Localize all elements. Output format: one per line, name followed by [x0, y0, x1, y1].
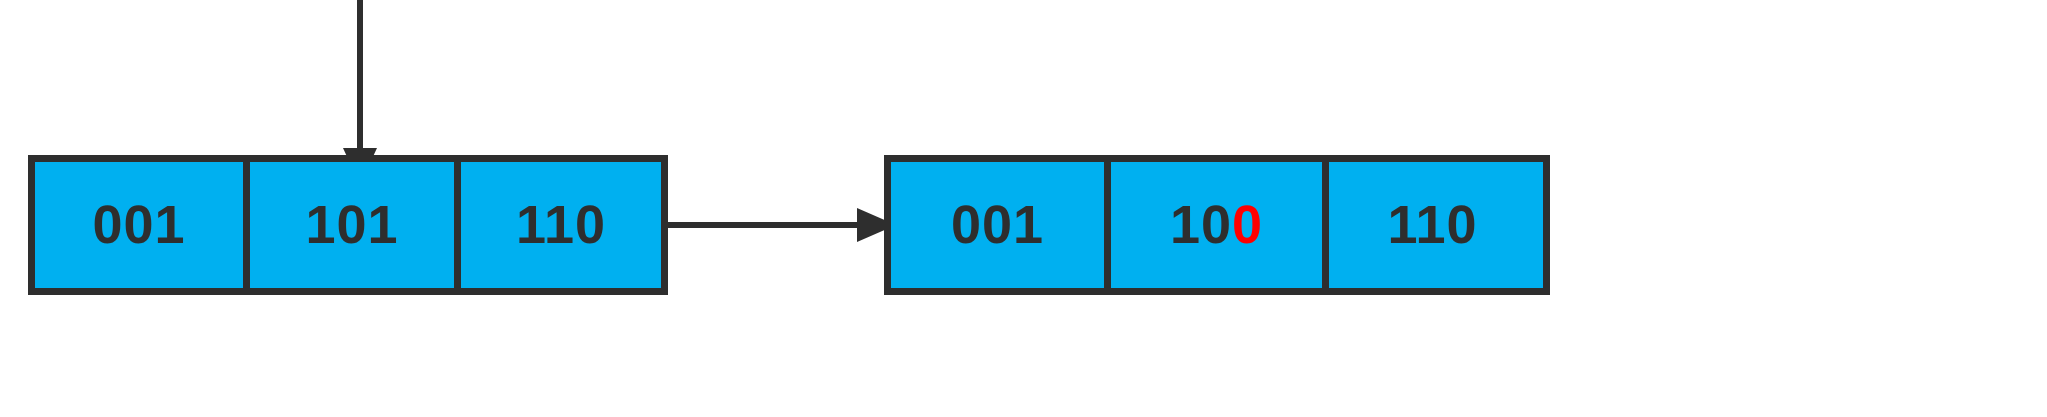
cell-value: 101 — [305, 195, 399, 255]
cell-value: 001 — [950, 195, 1045, 255]
cell-value: 110 — [515, 195, 607, 255]
result-array-cell-3[interactable]: 110 — [1322, 162, 1536, 288]
result-array-cell-1[interactable]: 001 — [891, 162, 1104, 288]
cell-value: 110 — [1387, 195, 1478, 255]
transform-arrow — [664, 208, 896, 242]
source-array-cell-1[interactable]: 001 — [35, 162, 243, 288]
cell-value-prefix: 10 — [1169, 195, 1233, 255]
source-array-cell-3[interactable]: 110 — [454, 162, 661, 288]
cell-value: 001 — [92, 195, 186, 255]
cell-value-flipped-bit: 0 — [1232, 195, 1264, 255]
source-array-cell-2[interactable]: 101 — [243, 162, 454, 288]
source-array: 001 101 110 — [28, 155, 668, 295]
